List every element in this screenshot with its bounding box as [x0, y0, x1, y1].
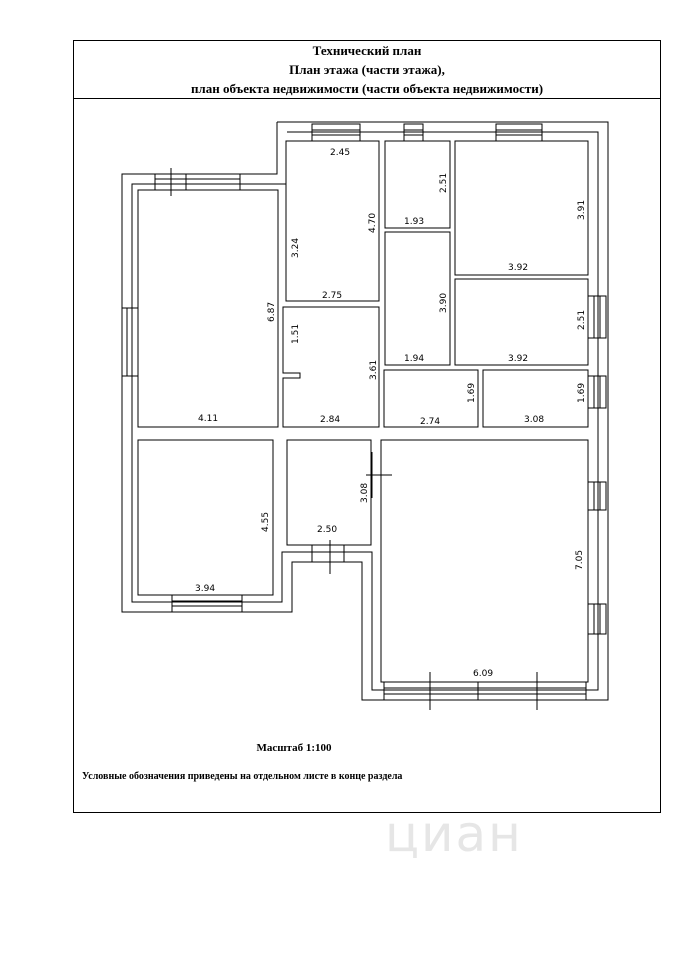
dim-308a: 3.08	[524, 415, 544, 425]
window-right-3	[587, 481, 607, 511]
dim-392b: 3.92	[508, 354, 528, 364]
dim-251b: 2.51	[577, 310, 587, 330]
dim-470: 4.70	[368, 213, 378, 233]
window-top-left	[154, 168, 241, 196]
window-top-3	[495, 123, 543, 142]
dim-193: 1.93	[404, 217, 424, 227]
dim-390: 3.90	[439, 293, 449, 313]
room-169b	[482, 369, 589, 428]
dim-245: 2.45	[330, 148, 350, 158]
scale-label: Масштаб 1:100	[256, 742, 332, 754]
dim-284: 2.84	[320, 415, 340, 425]
window-bottom-left	[171, 594, 243, 613]
dim-308b: 3.08	[360, 483, 370, 503]
dim-194: 1.94	[404, 354, 424, 364]
dim-687: 6.87	[267, 302, 277, 322]
dim-411: 4.11	[198, 414, 218, 424]
interior-door-marks	[366, 452, 392, 498]
dim-275: 2.75	[322, 291, 342, 301]
room-687	[137, 189, 279, 428]
header-subtitle-2: план объекта недвижимости (части объекта…	[190, 81, 544, 96]
dim-169a: 1.69	[467, 383, 477, 403]
dim-361: 3.61	[369, 360, 379, 380]
room-705	[380, 439, 589, 683]
window-left	[121, 307, 139, 377]
plan-sheet: Технический план План этажа (части этажа…	[73, 40, 661, 813]
dim-609: 6.09	[473, 669, 493, 679]
window-top-1	[311, 123, 361, 142]
window-right-2	[587, 375, 607, 409]
room-455	[137, 439, 274, 596]
room-361	[282, 306, 380, 428]
dim-392a: 3.92	[508, 263, 528, 273]
dim-274: 2.74	[420, 417, 440, 427]
window-top-2	[403, 123, 424, 142]
dim-391: 3.91	[577, 200, 587, 220]
room-470	[285, 140, 380, 302]
room-308b	[286, 439, 372, 546]
room-251b	[454, 278, 589, 366]
dim-705: 7.05	[575, 550, 585, 570]
sheet-header: Технический план План этажа (части этажа…	[74, 41, 660, 99]
dim-151: 1.51	[291, 324, 301, 344]
room-169a	[383, 369, 479, 428]
window-right-1	[587, 295, 607, 339]
dim-324: 3.24	[291, 238, 301, 258]
dim-250: 2.50	[317, 525, 337, 535]
entrance-door	[311, 540, 345, 574]
dim-251a: 2.51	[439, 173, 449, 193]
header-subtitle: План этажа (части этажа),	[289, 62, 445, 77]
room-390	[384, 231, 451, 366]
window-bottom-right	[383, 672, 587, 710]
dim-169b: 1.69	[577, 383, 587, 403]
legend-note: Условные обозначения приведены на отдель…	[82, 771, 403, 782]
header-title: Технический план	[312, 43, 422, 58]
room-391	[454, 140, 589, 276]
watermark-logo: циан	[385, 805, 523, 863]
dim-455: 4.55	[261, 512, 271, 532]
window-right-4	[587, 603, 607, 635]
dim-394: 3.94	[195, 584, 215, 594]
